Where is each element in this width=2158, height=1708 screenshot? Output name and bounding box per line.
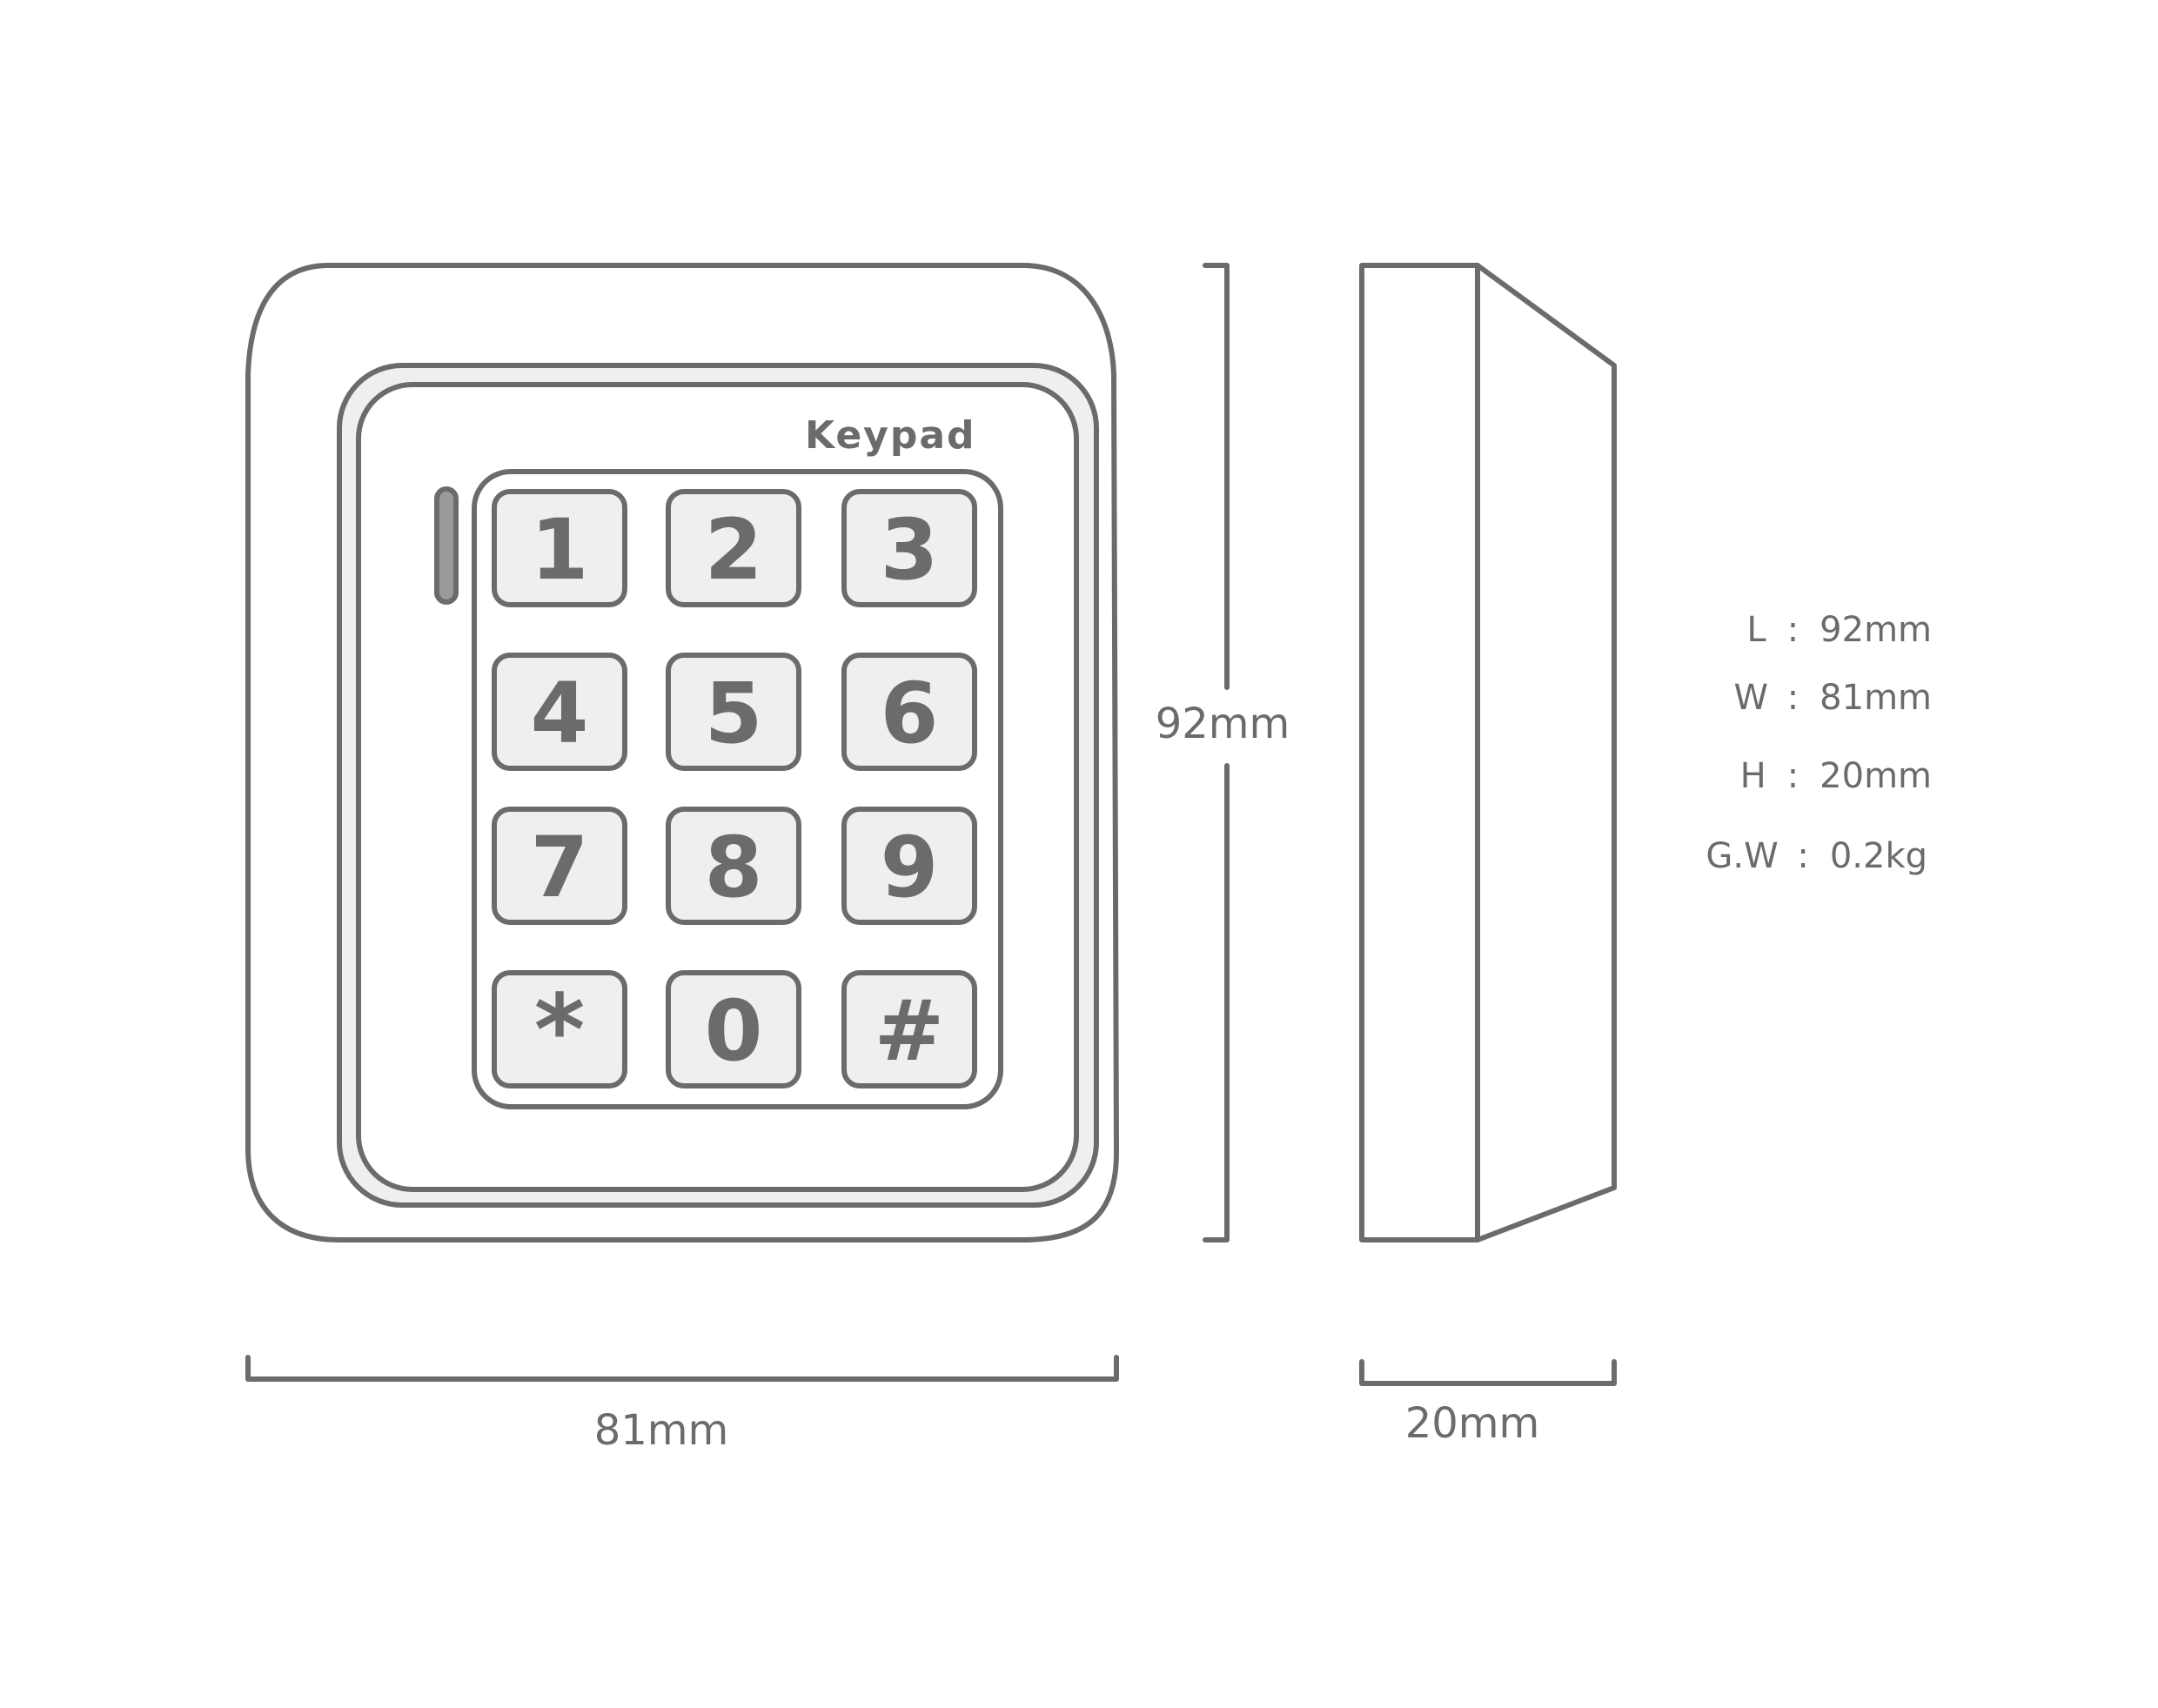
key-button-2[interactable]: 2 [666,489,801,607]
key-button-star[interactable]: * [492,970,627,1088]
key-face [841,653,977,771]
front-view: Keypad 1 2 3 4 5 6 7 8 9 * 0 # [245,263,1119,1242]
side-view-taper [1475,263,1617,1242]
key-button-3[interactable]: 3 [841,489,977,607]
key-face [666,489,801,607]
key-face [492,807,627,925]
key-face [841,489,977,607]
key-button-4[interactable]: 4 [492,653,627,771]
key-button-8[interactable]: 8 [666,807,801,925]
key-face [666,970,801,1088]
key-label: 8 [705,819,763,916]
key-button-7[interactable]: 7 [492,807,627,925]
key-label: # [875,982,944,1080]
key-face [841,807,977,925]
height-dimension-line-top [1203,263,1230,690]
key-label: 4 [531,665,589,762]
spec-width: W:81mm [1733,678,1932,718]
key-button-0[interactable]: 0 [666,970,801,1088]
key-label: 3 [881,501,939,599]
depth-dimension: 20mm [1359,1359,1617,1448]
side-view-body [1359,263,1480,1242]
key-label: 1 [531,501,589,599]
height-dimension-label: 92mm [1156,700,1290,748]
key-button-9[interactable]: 9 [841,807,977,925]
outer-housing [245,263,1119,1242]
key-button-1[interactable]: 1 [492,489,627,607]
key-label: 7 [531,819,589,916]
key-face [666,653,801,771]
key-face [666,807,801,925]
depth-dimension-label: 20mm [1405,1399,1540,1448]
depth-dimension-line [1359,1359,1617,1386]
width-dimension-label: 81mm [594,1406,729,1455]
width-dimension: 81mm [245,1355,1119,1455]
spec-list: L:92mm W:81mm H:20mm G.W:0.2kg [1706,610,1932,876]
spec-height: H:20mm [1740,756,1932,796]
led-indicator [434,486,459,605]
key-label: 0 [705,982,763,1080]
key-grid: 1 2 3 4 5 6 7 8 9 * 0 # [492,489,977,1088]
key-face [841,970,977,1088]
keypad-frame [472,469,1003,1109]
spec-length: L:92mm [1746,610,1932,650]
key-button-5[interactable]: 5 [666,653,801,771]
height-dimension: 92mm [1156,263,1290,1242]
key-face [492,653,627,771]
key-button-6[interactable]: 6 [841,653,977,771]
brand-label: Keypad [805,413,976,458]
height-dimension-line-bottom [1203,763,1230,1242]
key-face [492,489,627,607]
key-button-hash[interactable]: # [841,970,977,1088]
key-label: * [534,975,586,1088]
spec-gross-weight: G.W:0.2kg [1706,836,1927,876]
key-label: 6 [881,665,939,762]
key-label: 9 [881,819,939,916]
key-label: 2 [705,501,763,599]
key-label: 5 [705,665,763,762]
width-dimension-line [245,1355,1119,1382]
key-face [492,970,627,1088]
side-view [1359,263,1617,1242]
